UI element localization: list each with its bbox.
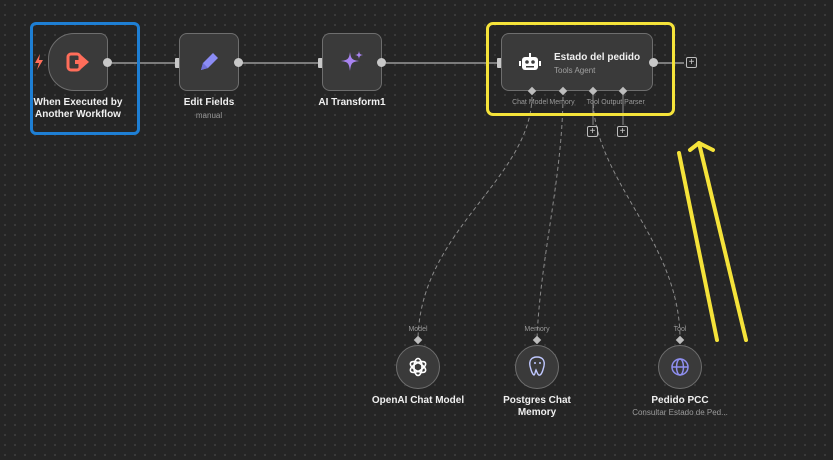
sparkles-icon bbox=[323, 34, 381, 90]
pedido-sublabel: Consultar Estado de Ped... bbox=[632, 408, 728, 417]
annotation-arrows bbox=[677, 141, 748, 342]
trigger-output-handle[interactable] bbox=[103, 58, 112, 67]
port-label-tool: Tool bbox=[586, 99, 600, 106]
openai-port-label: Model bbox=[408, 326, 428, 333]
agent-title: Estado del pedido bbox=[554, 52, 641, 63]
ai-transform-node[interactable] bbox=[322, 33, 382, 91]
agent-subtitle: Tools Agent bbox=[554, 66, 596, 75]
agent-add-next-button[interactable]: + bbox=[686, 57, 697, 68]
postgres-icon bbox=[529, 356, 545, 376]
openai-chat-model-node[interactable] bbox=[396, 345, 440, 389]
edit-fields-output-handle[interactable] bbox=[234, 58, 243, 67]
highlight-box-blue bbox=[30, 22, 140, 135]
edit-fields-label: Edit Fields bbox=[183, 97, 235, 108]
add-tool-button[interactable]: + bbox=[587, 126, 598, 137]
connection-memory[interactable] bbox=[536, 96, 564, 340]
exit-icon bbox=[49, 34, 107, 90]
openai-icon bbox=[409, 357, 427, 377]
agent-output-handle[interactable] bbox=[649, 58, 658, 67]
edit-fields-input-handle[interactable] bbox=[175, 58, 180, 68]
postgres-label-line2: Memory bbox=[517, 407, 557, 418]
add-output-parser-button[interactable]: + bbox=[617, 126, 628, 137]
agent-input-handle[interactable] bbox=[497, 58, 502, 68]
postgres-label-line1: Postgres Chat bbox=[503, 395, 571, 406]
port-label-output-parser: Output Parser bbox=[601, 99, 645, 106]
ai-transform-label: AI Transform1 bbox=[318, 97, 386, 108]
openai-label: OpenAI Chat Model bbox=[371, 395, 465, 406]
pedido-label: Pedido PCC bbox=[651, 395, 709, 406]
trigger-label-line2: Another Workflow bbox=[35, 109, 121, 120]
postgres-port-label: Memory bbox=[524, 326, 550, 333]
ai-transform-input-handle[interactable] bbox=[318, 58, 323, 68]
agent-node[interactable]: Estado del pedido Tools Agent bbox=[501, 33, 653, 91]
pedido-port-label: Tool bbox=[673, 326, 687, 333]
ai-transform-output-handle[interactable] bbox=[377, 58, 386, 67]
pedido-pcc-node[interactable] bbox=[658, 345, 702, 389]
robot-icon bbox=[519, 53, 541, 70]
edit-fields-sublabel: manual bbox=[195, 111, 223, 120]
port-label-memory: Memory bbox=[549, 99, 575, 106]
pencil-icon bbox=[180, 34, 238, 90]
trigger-node[interactable] bbox=[48, 33, 108, 91]
trigger-label-line1: When Executed by bbox=[33, 97, 123, 108]
edit-fields-node[interactable] bbox=[179, 33, 239, 91]
connection-model[interactable] bbox=[417, 96, 533, 340]
trigger-bolt-icon bbox=[35, 54, 43, 70]
connection-tool[interactable] bbox=[592, 96, 681, 340]
postgres-chat-memory-node[interactable] bbox=[515, 345, 559, 389]
globe-icon bbox=[671, 358, 689, 376]
highlight-box-yellow bbox=[486, 22, 675, 116]
port-label-chat-model: Chat Model bbox=[512, 99, 548, 106]
